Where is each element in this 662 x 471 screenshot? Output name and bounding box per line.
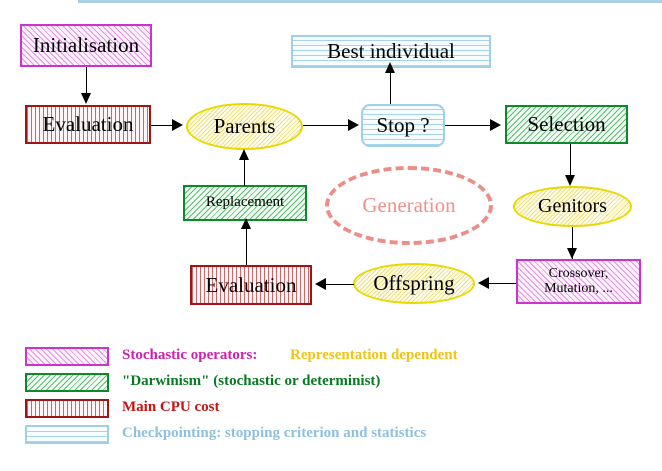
edge-selection-to-genitors-arrow xyxy=(565,175,575,186)
node-crossover-mutation: Crossover, Mutation, ... xyxy=(516,259,641,304)
node-replacement: Replacement xyxy=(183,185,307,221)
edge-offspring-to-eval xyxy=(318,284,354,285)
legend-label-cpu: Main CPU cost xyxy=(122,399,220,415)
node-offspring-label: Offspring xyxy=(373,271,455,296)
edge-offspring-to-eval-arrow xyxy=(315,278,326,290)
node-stop-label: Stop ? xyxy=(376,113,430,138)
edge-stop-to-best xyxy=(390,70,391,104)
edge-crossover-to-offspring-arrow xyxy=(478,277,489,289)
edge-replacement-to-parents-arrow xyxy=(239,149,249,160)
edge-selection-to-genitors xyxy=(570,144,571,184)
edge-eval-to-parents xyxy=(151,125,176,126)
node-crossover-mutation-label: Crossover, Mutation, ... xyxy=(544,265,613,296)
legend-swatch-darwinism xyxy=(25,373,109,392)
node-best-individual-label: Best individual xyxy=(327,39,455,64)
node-initialisation-label: Initialisation xyxy=(32,33,140,58)
node-evaluation-bottom: Evaluation xyxy=(190,265,312,305)
node-evaluation-top: Evaluation xyxy=(25,105,151,144)
legend-swatch-cpu xyxy=(25,399,109,418)
edge-init-to-eval-arrow xyxy=(81,93,91,104)
legend-label-darwinism: "Darwinism" (stochastic or determinist) xyxy=(122,373,381,389)
node-parents: Parents xyxy=(186,103,303,150)
node-replacement-label: Replacement xyxy=(205,194,285,211)
edge-parents-to-stop-arrow xyxy=(348,119,359,131)
node-generation: Generation xyxy=(325,166,493,245)
node-genitors-label: Genitors xyxy=(538,195,607,217)
edge-stop-to-selection-arrow xyxy=(490,119,501,131)
node-stop: Stop ? xyxy=(361,104,445,147)
legend-swatch-checkpointing xyxy=(25,425,109,444)
edge-genitors-to-crossover xyxy=(572,227,573,259)
edge-parents-to-stop xyxy=(303,125,351,126)
edge-eval-to-parents-arrow xyxy=(172,119,183,131)
edge-init-to-eval xyxy=(86,67,87,95)
top-divider xyxy=(78,0,662,3)
legend-label-stochastic: Stochastic operators: xyxy=(122,347,258,363)
legend-label-representation: Representation dependent xyxy=(290,347,458,363)
node-offspring: Offspring xyxy=(353,263,475,304)
node-generation-label: Generation xyxy=(362,193,456,217)
node-initialisation: Initialisation xyxy=(20,24,152,67)
edge-replacement-to-parents xyxy=(244,156,245,186)
edge-genitors-to-crossover-arrow xyxy=(567,248,577,259)
node-evaluation-bottom-label: Evaluation xyxy=(205,272,297,297)
edge-eval-to-replacement xyxy=(246,225,247,265)
edge-stop-to-selection xyxy=(445,125,493,126)
node-best-individual: Best individual xyxy=(291,35,491,68)
node-evaluation-top-label: Evaluation xyxy=(42,112,134,137)
edge-stop-to-best-arrow xyxy=(385,62,395,73)
legend-label-checkpointing: Checkpointing: stopping criterion and st… xyxy=(122,425,427,441)
node-selection: Selection xyxy=(505,105,628,144)
legend-swatch-stochastic xyxy=(25,347,109,366)
node-selection-label: Selection xyxy=(527,112,606,137)
edge-eval-to-replacement-arrow xyxy=(241,218,251,229)
node-genitors: Genitors xyxy=(513,186,632,227)
node-parents-label: Parents xyxy=(213,114,276,139)
edge-crossover-to-offspring xyxy=(481,283,516,284)
